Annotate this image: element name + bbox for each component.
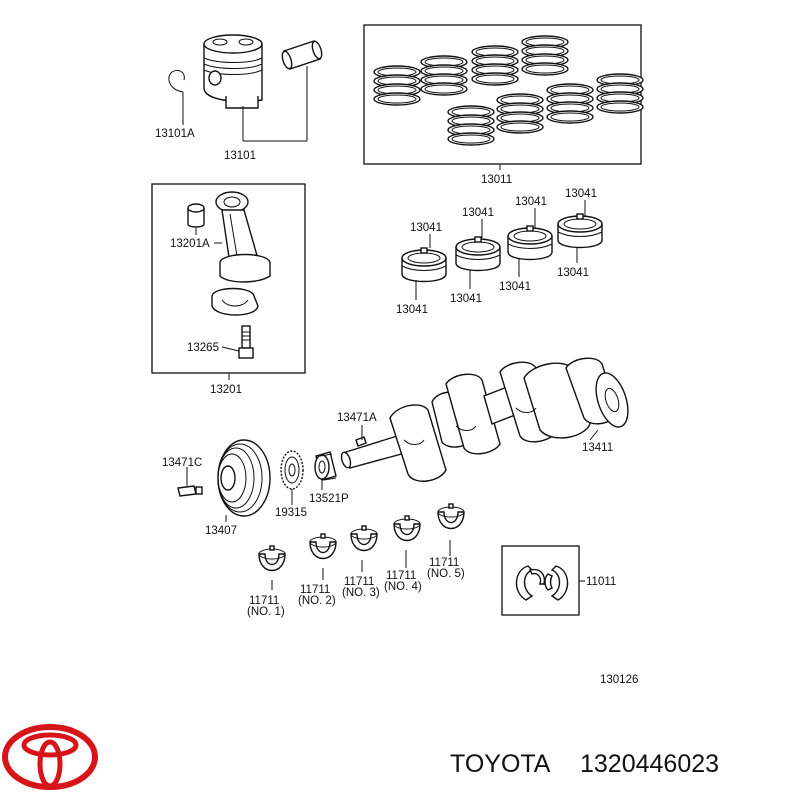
rod-bearing-label-2: 13041 xyxy=(462,207,494,219)
rod-bushing-label: 13201A xyxy=(170,238,210,250)
main-bearing-2 xyxy=(309,533,337,559)
thrust-washer-part-2 xyxy=(544,565,569,601)
piston-ring-stack-7 xyxy=(496,93,544,134)
rod-bearing-label-4: 13041 xyxy=(565,188,597,200)
main-bearing-2-no: (NO. 2) xyxy=(298,595,336,607)
main-bearing-5 xyxy=(437,503,465,529)
rod-bolt-part xyxy=(238,325,254,359)
main-bearing-4-no: (NO. 4) xyxy=(384,581,422,593)
pilot-bearing-label: 13521P xyxy=(309,493,349,505)
rod-cap-part xyxy=(211,287,259,316)
crankshaft-part xyxy=(340,357,629,482)
piston-ring-stack-2 xyxy=(420,55,468,96)
snap-ring-part xyxy=(168,69,185,125)
rod-bearing-label-8: 13041 xyxy=(396,304,428,316)
main-bearing-3 xyxy=(350,525,378,551)
rod-bearing-group xyxy=(401,213,603,283)
piston-pin-part xyxy=(281,40,323,70)
main-bearing-5-pn: 11711 xyxy=(429,557,459,569)
connecting-rod-part xyxy=(215,191,271,283)
main-bearing-1-pn: 11711 xyxy=(249,595,279,607)
main-bearing-4 xyxy=(393,515,421,541)
toyota-logo-icon xyxy=(2,724,98,790)
thrust-washer-label: 11011 xyxy=(586,576,616,588)
piston-ring-stack-3 xyxy=(471,45,519,86)
crank-key-a-part xyxy=(355,436,367,447)
connecting-rod-label: 13201 xyxy=(210,384,242,396)
rod-bearing-pair-3 xyxy=(507,225,553,261)
crank-key-a-label: 13471A xyxy=(337,412,377,424)
rod-bearing-label-1: 13041 xyxy=(410,222,442,234)
crankshaft-label: 13411 xyxy=(582,442,613,454)
timing-gear-part xyxy=(280,450,304,490)
rod-bearing-label-6: 13041 xyxy=(499,281,531,293)
brand-name: TOYOTA xyxy=(450,750,551,778)
piston-ring-stack-4 xyxy=(521,35,569,76)
piston-set-label: 13101 xyxy=(224,150,256,162)
timing-gear-label: 19315 xyxy=(275,507,307,519)
rod-bearing-label-7: 13041 xyxy=(450,293,482,305)
main-bearing-group xyxy=(258,503,465,571)
ring-set-box xyxy=(363,24,642,165)
piston-ring-stack-6 xyxy=(546,83,594,124)
main-bearing-5-no: (NO. 5) xyxy=(427,568,465,580)
rod-bearing-label-3: 13041 xyxy=(515,196,547,208)
piston-ring-stack-1 xyxy=(373,65,421,106)
main-bearing-1 xyxy=(258,545,286,571)
part-number: 1320446023 xyxy=(580,750,719,778)
piston-ring-stack-8 xyxy=(447,105,495,146)
ring-set-label: 13011 xyxy=(481,174,512,186)
crank-pulley-part xyxy=(217,439,271,517)
rod-bearing-pair-4 xyxy=(557,213,603,249)
main-bearing-4-pn: 11711 xyxy=(386,570,416,582)
piston-ring-stack-5 xyxy=(596,73,644,114)
piston-part xyxy=(203,34,263,109)
crank-pulley-label: 13407 xyxy=(205,525,237,537)
thrust-washer-part-1 xyxy=(515,565,546,601)
rod-bolt-label: 13265 xyxy=(187,342,219,354)
main-bearing-1-no: (NO. 1) xyxy=(247,606,285,618)
crank-key-c-part xyxy=(177,485,203,497)
piston-ring-group xyxy=(373,35,644,146)
diagram-code: 130126 xyxy=(600,674,638,686)
rod-bushing-part xyxy=(187,203,205,228)
pilot-bearing-part xyxy=(314,451,337,481)
snap-ring-label: 13101A xyxy=(155,128,195,140)
main-bearing-3-pn: 11711 xyxy=(344,576,374,588)
rod-bearing-label-5: 13041 xyxy=(557,267,589,279)
main-bearing-3-no: (NO. 3) xyxy=(342,587,380,599)
rod-bearing-pair-1 xyxy=(401,247,447,283)
crank-key-c-label: 13471C xyxy=(162,457,202,469)
rod-bearing-pair-2 xyxy=(455,236,501,272)
main-bearing-2-pn: 11711 xyxy=(300,584,330,596)
